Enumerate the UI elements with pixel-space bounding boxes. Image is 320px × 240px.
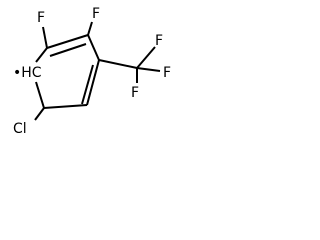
bond-c4-c5	[43, 104, 88, 109]
molecule-diagram: F F F F F •HC Cl	[13, 6, 171, 137]
atom-f-top-right: F	[92, 6, 100, 22]
atom-cf3-f-right: F	[163, 65, 171, 81]
bond-c1-c2	[46, 34, 89, 49]
atom-cf3-f-top: F	[155, 33, 163, 49]
atom-chlorine: Cl	[13, 121, 27, 137]
bond-c3-c4	[86, 59, 100, 106]
bond-c3-cf3	[98, 59, 138, 69]
bond-cf3-f-top	[136, 46, 156, 69]
bond-c6-c1	[35, 47, 48, 63]
bond-cf3-f-right	[136, 67, 161, 72]
bond-c5-c6	[35, 81, 45, 109]
bond-c5-cl	[34, 107, 45, 121]
bond-c1-c2-double	[49, 43, 87, 57]
atom-f-top-left: F	[37, 10, 45, 26]
atom-cf3-f-bottom: F	[131, 85, 139, 101]
bond-c2-f	[87, 21, 93, 36]
atom-radical-ch: •HC	[13, 65, 42, 81]
bond-c2-c3	[87, 34, 100, 61]
bond-c1-f	[42, 26, 48, 49]
bond-c3-c4-double	[81, 64, 94, 105]
